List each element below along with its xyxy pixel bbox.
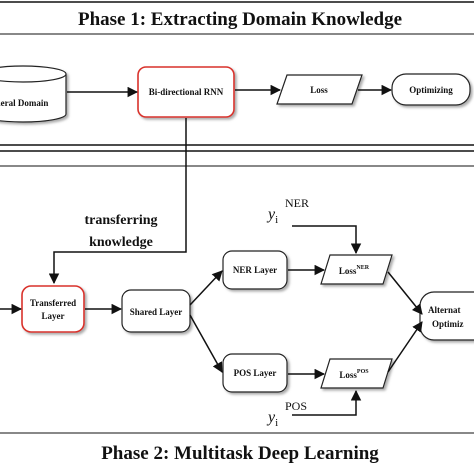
loss-ner-base: Loss <box>339 266 357 276</box>
alternate-optimizing-label-2: Optimiz <box>432 319 464 329</box>
phase1-panel <box>0 1 474 146</box>
phase1-title: Phase 1: Extracting Domain Knowledge <box>78 9 402 30</box>
transferred-layer-label-2: Layer <box>42 311 65 321</box>
alternate-optimizing-box <box>419 291 474 341</box>
loss-pos-label: LossPOS <box>339 369 369 380</box>
edge-lossner-to-alternate <box>387 271 423 315</box>
alternate-optimizing-label-1: Alternat <box>428 305 461 315</box>
transfer-label-line1: transferring <box>84 213 157 228</box>
transferred-layer-box <box>21 285 85 333</box>
edge-yner-to-lossner <box>292 225 362 255</box>
y-ner-label: yi <box>266 206 278 226</box>
loss-pos-base: Loss <box>339 370 357 380</box>
ner-layer-label: NER Layer <box>233 265 277 275</box>
loss-ner-sup: NER <box>356 265 369 271</box>
general-domain-label: neral Domain <box>0 98 48 108</box>
y-pos-sub: i <box>275 417 278 429</box>
transfer-label-line2: knowledge <box>89 235 153 250</box>
y-pos-label: yi <box>266 409 278 429</box>
loss-pos-sup: POS <box>357 369 369 375</box>
general-domain-database <box>0 65 67 123</box>
edge-losspos-to-alternate <box>387 321 423 373</box>
y-ner-var: y <box>266 206 276 223</box>
loss-label: Loss <box>310 85 328 95</box>
shared-layer-label: Shared Layer <box>130 307 183 317</box>
optimizing-label: Optimizing <box>409 85 453 95</box>
edge-shared-to-ner <box>189 270 223 306</box>
edge-shared-to-pos <box>189 314 223 373</box>
edge-transfer-knowledge <box>48 118 187 285</box>
transferred-layer-label-1: Transferred <box>30 298 76 308</box>
loss-ner-label: LossNER <box>339 265 370 276</box>
ner-layer-box <box>222 250 288 290</box>
phase2-title: Phase 2: Multitask Deep Learning <box>101 443 379 464</box>
edge-ypos-to-losspos <box>292 389 362 416</box>
pos-layer-box <box>222 353 288 393</box>
y-pos-sup: POS <box>285 399 307 413</box>
y-pos-var: y <box>266 409 276 426</box>
y-ner-sub: i <box>275 214 278 226</box>
pos-layer-label: POS Layer <box>234 368 277 378</box>
birnn-label: Bi-directional RNN <box>149 87 224 97</box>
y-ner-sup: NER <box>285 196 309 210</box>
